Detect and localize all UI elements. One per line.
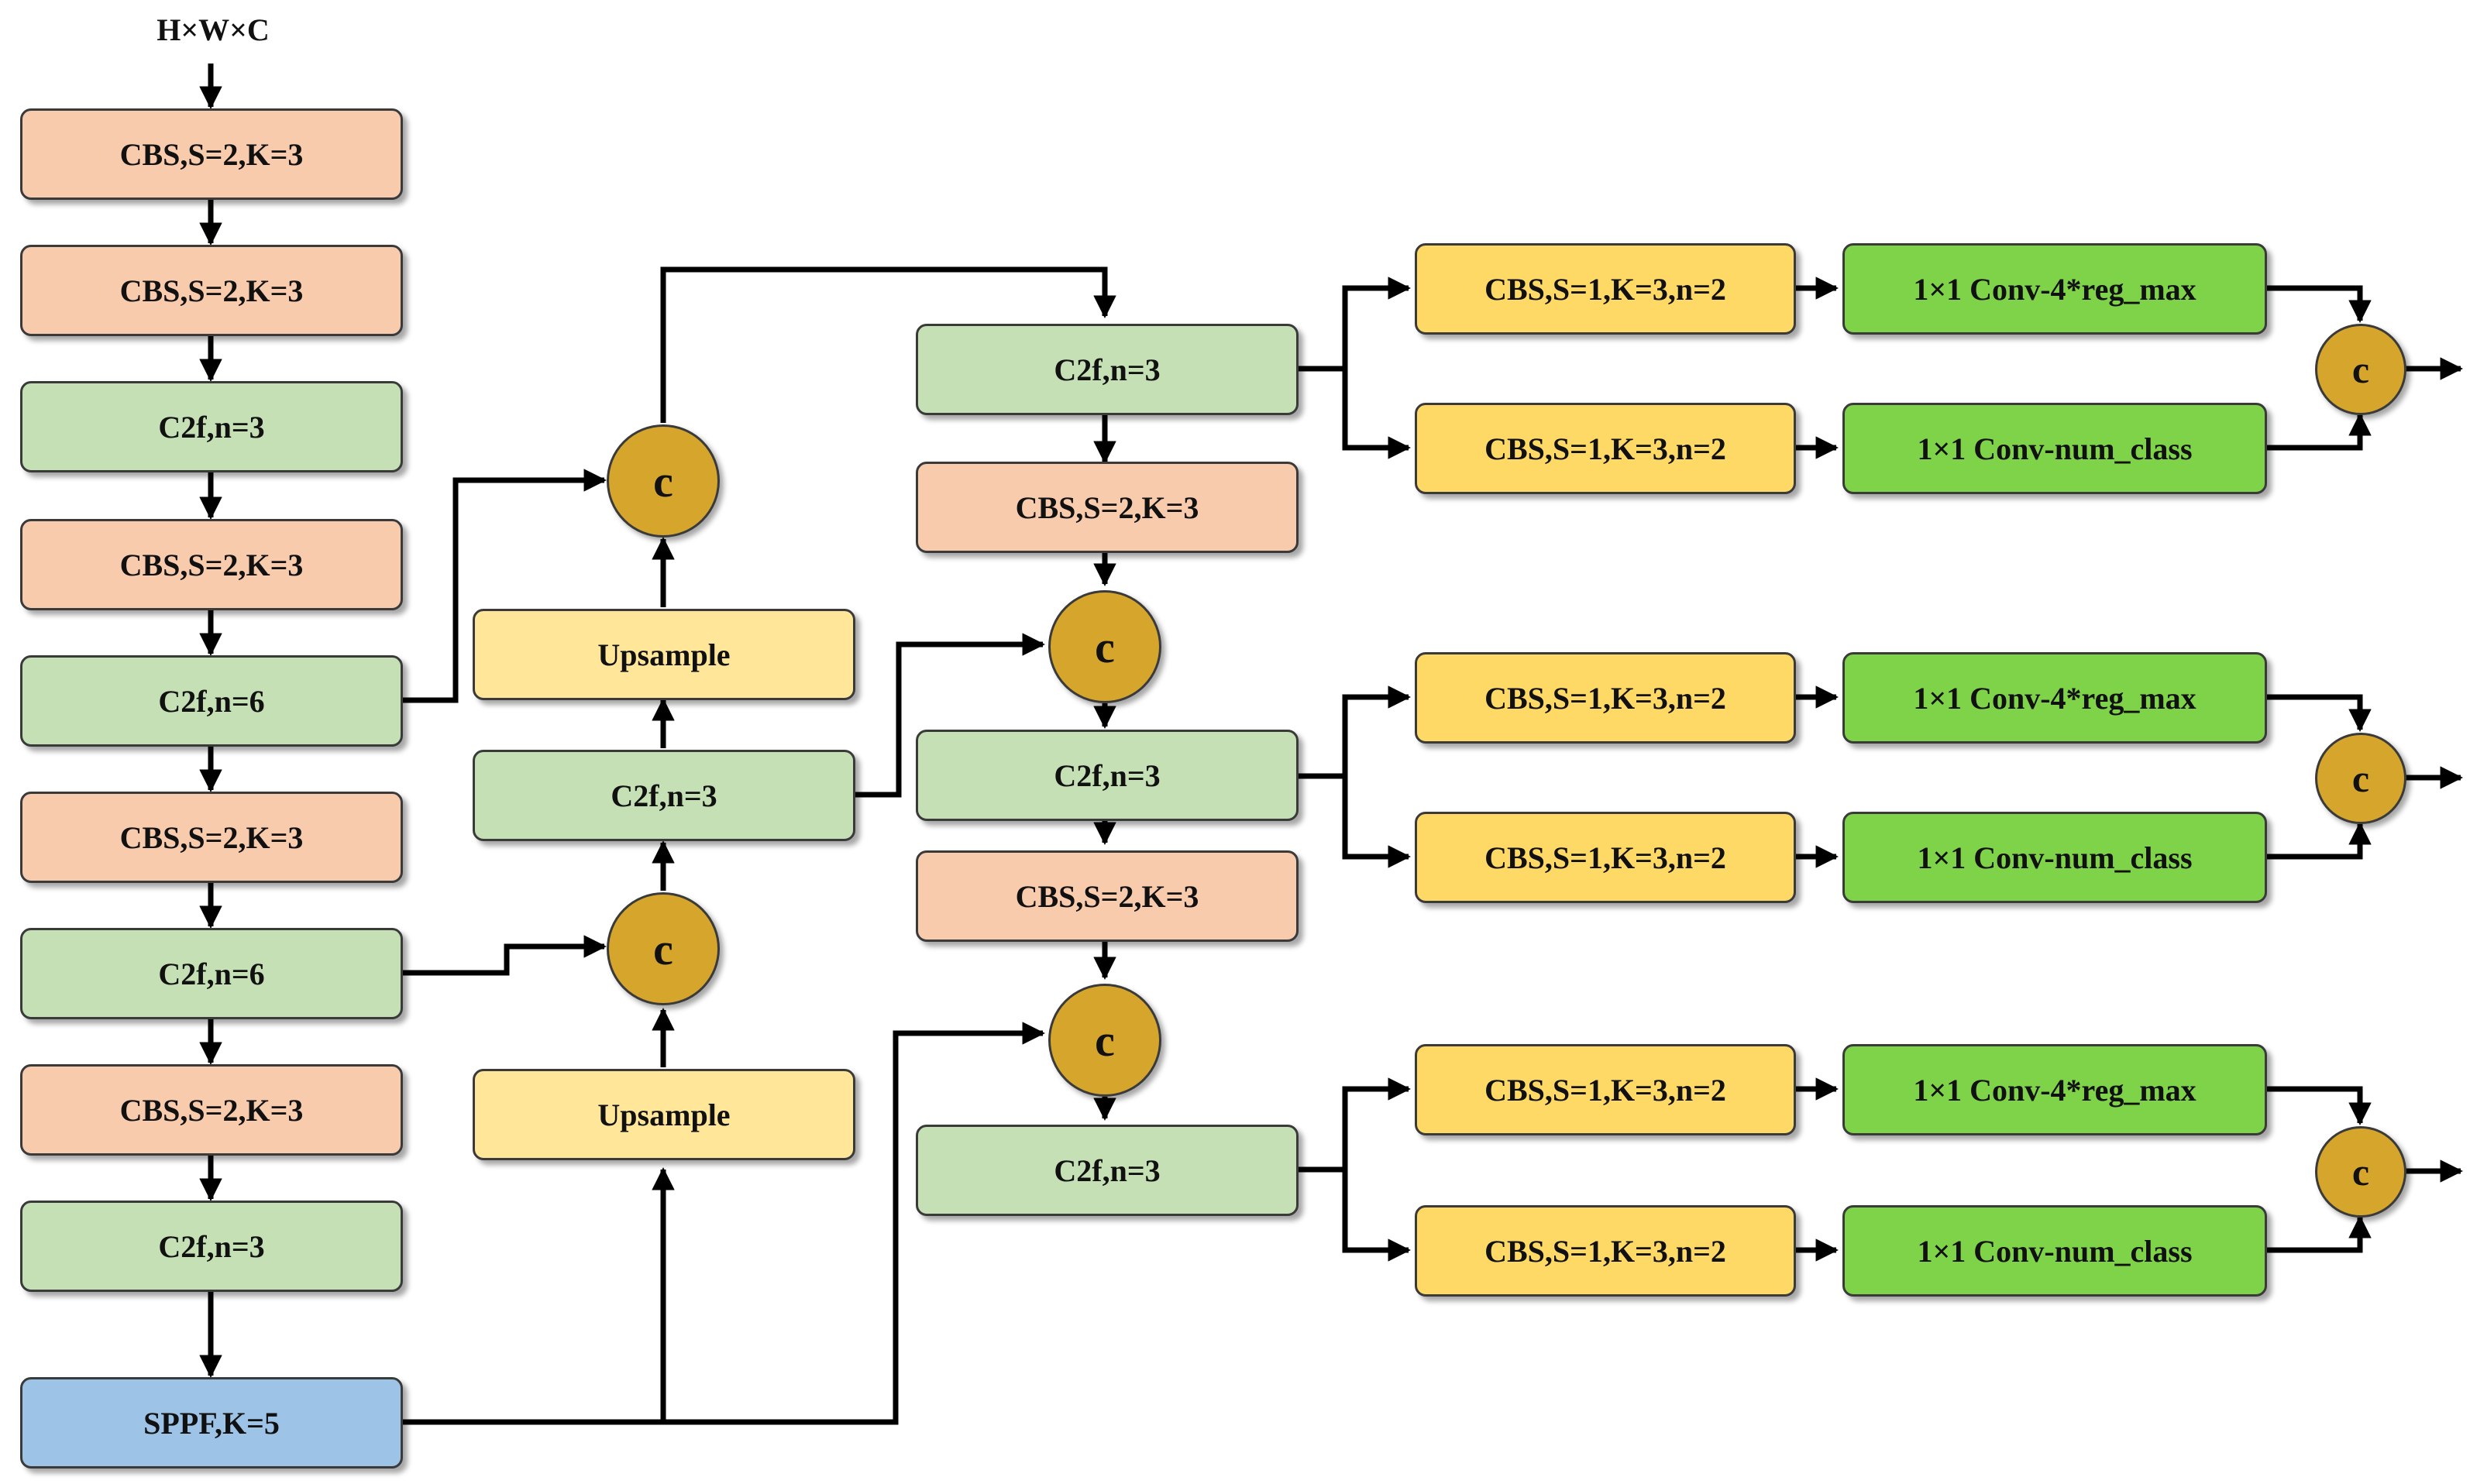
arrow-head3-cls-to-concat [2262,1215,2372,1253]
head1-conv-cls: 1×1 Conv-num_class [1842,403,2267,494]
arrow-c2f-mid-to-concat2 [852,633,1045,798]
head1-cbs-reg: CBS,S=1,K=3,n=2 [1415,243,1796,335]
arrow-head1-reg-to-concat [2262,285,2372,323]
head1-cbs-cls: CBS,S=1,K=3,n=2 [1415,403,1796,494]
neck-c2f-p4: C2f,n=3 [916,730,1299,821]
line-sppf-out [401,1022,1045,1425]
arrow-c2f3-to-concat-mid [401,935,607,976]
arrow-c2f-p5-to-head3-reg [1295,1077,1411,1173]
head2-cbs-cls: CBS,S=1,K=3,n=2 [1415,812,1796,903]
input-shape-label: H×W×C [157,12,270,47]
head2-concat-node: c [2315,733,2406,824]
backbone-sppf: SPPF,K=5 [20,1377,403,1469]
arrow-head1-cls-to-concat [2262,413,2372,451]
backbone-cbs-2: CBS,S=2,K=3 [20,245,403,336]
backbone-cbs-3: CBS,S=2,K=3 [20,519,403,610]
concat-node-p5: c [1048,984,1161,1097]
arrow-c2f-p4-to-head2-cls [1342,776,1411,868]
head3-cbs-reg: CBS,S=1,K=3,n=2 [1415,1044,1796,1135]
head3-conv-reg: 1×1 Conv-4*reg_max [1842,1044,2267,1135]
neck-cbs-down-1: CBS,S=2,K=3 [916,462,1299,553]
head3-concat-node: c [2315,1126,2406,1218]
backbone-c2f-4: C2f,n=3 [20,1201,403,1292]
backbone-c2f-1: C2f,n=3 [20,381,403,472]
arrow-head3-reg-to-concat [2262,1086,2372,1125]
concat-node-top: c [607,424,720,538]
head3-cbs-cls: CBS,S=1,K=3,n=2 [1415,1205,1796,1297]
arrow-c2f-p5-to-head3-cls [1342,1170,1411,1262]
arrow-c2f-p4-to-head2-reg [1295,685,1411,779]
head2-cbs-reg: CBS,S=1,K=3,n=2 [1415,652,1796,744]
neck-upsample-bottom: Upsample [473,1069,855,1160]
arrow-head2-cls-to-concat [2262,822,2372,860]
neck-c2f-mid: C2f,n=3 [473,750,855,841]
backbone-c2f-3: C2f,n=6 [20,928,403,1019]
neck-c2f-p5: C2f,n=3 [916,1125,1299,1216]
head1-conv-reg: 1×1 Conv-4*reg_max [1842,243,2267,335]
arrow-c2f-p3-to-head1-reg [1295,277,1411,372]
head3-conv-cls: 1×1 Conv-num_class [1842,1205,2267,1297]
backbone-cbs-1: CBS,S=2,K=3 [20,108,403,200]
concat-node-mid: c [607,892,720,1005]
backbone-cbs-4: CBS,S=2,K=3 [20,792,403,883]
arrow-c2f-p3-to-head1-cls [1342,369,1411,459]
backbone-cbs-5: CBS,S=2,K=3 [20,1064,403,1156]
head1-concat-node: c [2315,324,2406,415]
arrow-head2-reg-to-concat [2262,694,2372,732]
concat-node-p4: c [1048,590,1161,703]
neck-cbs-down-2: CBS,S=2,K=3 [916,850,1299,942]
neck-upsample-top: Upsample [473,609,855,700]
arrow-c2f2-to-concat-top [401,469,607,703]
head2-conv-cls: 1×1 Conv-num_class [1842,812,2267,903]
arrow-concat-top-to-c2f-p3 [660,266,1116,423]
backbone-c2f-2: C2f,n=6 [20,655,403,747]
head2-conv-reg: 1×1 Conv-4*reg_max [1842,652,2267,744]
neck-c2f-p3: C2f,n=3 [916,324,1299,415]
